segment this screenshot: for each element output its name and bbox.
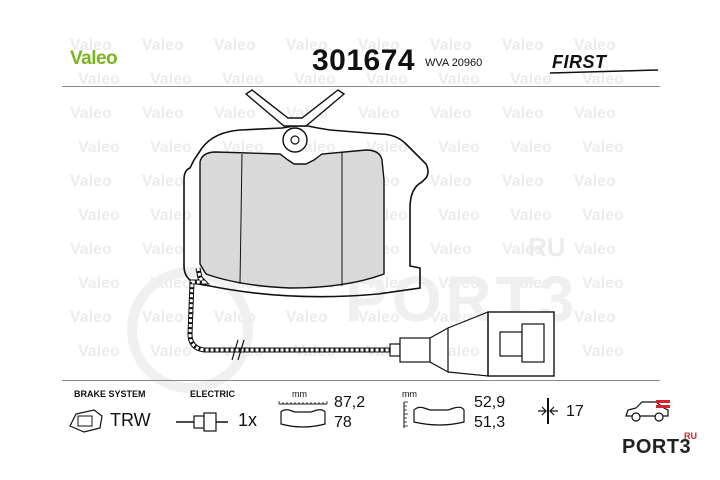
watermark-brand-text: Valeo	[438, 207, 480, 224]
watermark-brand-text: Valeo	[582, 275, 624, 292]
backing-plate-outline	[183, 125, 429, 298]
wear-sensor-icon	[176, 412, 228, 432]
watermark-brand-text: Valeo	[70, 173, 112, 190]
watermark-brand-text: Valeo	[510, 71, 552, 88]
specs-divider	[62, 380, 660, 381]
electric-value: 1x	[238, 410, 258, 430]
pad-height-icon	[403, 401, 465, 428]
watermark-brand-text: Valeo	[582, 207, 624, 224]
brake-pad-drawing	[183, 89, 555, 377]
watermark-brand-text: Valeo	[150, 207, 192, 224]
port3-logo-suffix: RU	[684, 431, 697, 441]
watermark-brand-text: Valeo	[78, 207, 120, 224]
watermark-brand-text: Valeo	[430, 309, 472, 326]
part-number: 301674	[312, 44, 416, 77]
watermark-brand-text: Valeo	[150, 139, 192, 156]
electric-label: ELECTRIC	[190, 389, 235, 399]
watermark-brand-text: Valeo	[430, 173, 472, 190]
watermark-brand-text: Valeo	[358, 309, 400, 326]
watermark-brand-text: Valeo	[574, 173, 616, 190]
watermark-brand-text: Valeo	[510, 207, 552, 224]
width-unit: mm	[292, 389, 307, 399]
watermark-brand-text: Valeo	[70, 105, 112, 122]
brake-system-value: TRW	[110, 410, 151, 430]
watermark-brand-text: Valeo	[502, 37, 544, 54]
wva-number: WVA 20960	[425, 57, 483, 69]
width-value-1: 87,2	[334, 394, 366, 411]
watermark-brand-text: Valeo	[286, 309, 328, 326]
header-divider	[62, 86, 660, 87]
product-line-logo: FIRST	[552, 52, 607, 72]
watermark-brand-text: Valeo	[430, 105, 472, 122]
friction-material	[199, 149, 385, 289]
watermark-brand-text: Valeo	[574, 105, 616, 122]
width-value-2: 78	[334, 414, 352, 431]
watermark-brand-text: Valeo	[502, 241, 544, 258]
watermark-brand-text: Valeo	[222, 71, 264, 88]
watermark-brand-text: Valeo	[430, 37, 472, 54]
watermark-brand-text: Valeo	[142, 105, 184, 122]
watermark-brand-text: Valeo	[142, 309, 184, 326]
thickness-value: 17	[566, 403, 584, 420]
watermark-brand-text: Valeo	[366, 275, 408, 292]
watermark-brand-text: Valeo	[430, 241, 472, 258]
product-line-swoosh	[548, 62, 660, 74]
watermark-brand-text: Valeo	[214, 105, 256, 122]
watermark-brand-text: Valeo	[70, 37, 112, 54]
watermark-brand-text: Valeo	[78, 343, 120, 360]
caliper-icon	[69, 409, 103, 433]
watermark-brand-text: Valeo	[294, 71, 336, 88]
watermark-brand-text: Valeo	[358, 37, 400, 54]
watermark-brand-text: Valeo	[366, 71, 408, 88]
car-icon	[625, 400, 670, 422]
watermark-brand-text: Valeo	[214, 37, 256, 54]
watermark-brand-text: Valeo	[438, 71, 480, 88]
port3-logo: PORT3	[622, 436, 692, 458]
brand-logo: Valeo	[70, 48, 118, 69]
watermark-brand-text: Valeo	[438, 275, 480, 292]
spring-clip	[244, 89, 346, 127]
watermark-brand-text: Valeo	[142, 37, 184, 54]
watermark-brand-text: Valeo	[286, 37, 328, 54]
watermark-brand-text: Valeo	[438, 139, 480, 156]
watermark-brand-text: Valeo	[150, 343, 192, 360]
watermark-brand-text: Valeo	[78, 275, 120, 292]
watermark-brand-text: Valeo	[142, 241, 184, 258]
watermark-brand-text: Valeo	[70, 241, 112, 258]
watermark-brand-text: Valeo	[70, 309, 112, 326]
pad-width-icon	[278, 401, 328, 428]
watermark-brand-text: Valeo	[510, 275, 552, 292]
watermark-brand-text: Valeo	[502, 173, 544, 190]
watermark-brand-text: Valeo	[582, 71, 624, 88]
watermark-brand-text: Valeo	[574, 37, 616, 54]
watermark-brand-text: Valeo	[582, 139, 624, 156]
watermark-brand-text: Valeo	[574, 241, 616, 258]
watermark-brand-text: Valeo	[78, 139, 120, 156]
watermark-site-suffix: RU	[528, 232, 566, 262]
watermark-brand-text: Valeo	[222, 139, 264, 156]
height-unit: mm	[402, 389, 417, 399]
watermark-brand-text: Valeo	[582, 343, 624, 360]
height-value-1: 52,9	[474, 394, 506, 411]
thickness-icon	[538, 398, 558, 424]
sensor-connector-ring	[389, 343, 401, 357]
watermark-brand-text: Valeo	[574, 309, 616, 326]
watermark-brand-text: Valeo	[150, 71, 192, 88]
brake-system-label: BRAKE SYSTEM	[74, 389, 146, 399]
watermark-brand-text: Valeo	[142, 173, 184, 190]
watermark-circle	[127, 267, 253, 393]
height-value-2: 51,3	[474, 414, 506, 431]
watermark-brand-text: Valeo	[358, 105, 400, 122]
friction-groove-left	[239, 153, 243, 285]
watermark-brand-text: Valeo	[510, 139, 552, 156]
watermark-brand-text: Valeo	[502, 105, 544, 122]
watermark-brand-text: Valeo	[78, 71, 120, 88]
